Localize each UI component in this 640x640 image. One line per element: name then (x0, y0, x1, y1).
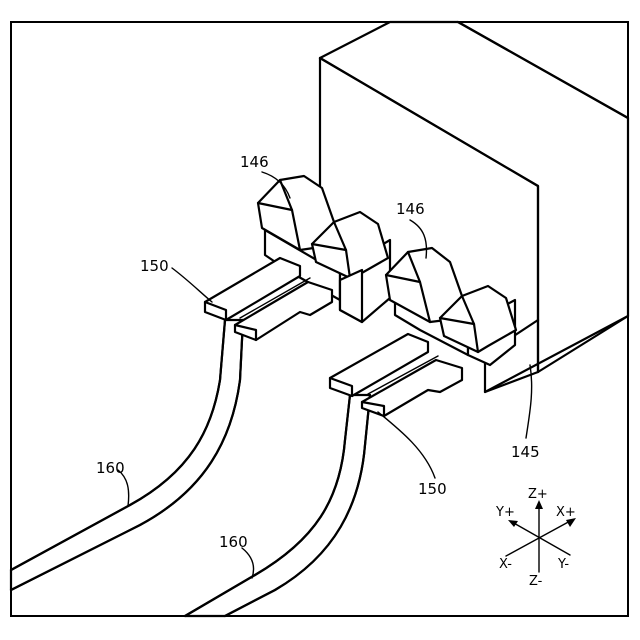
axis-z-minus: Z- (529, 574, 543, 589)
axis-x-plus: X+ (556, 505, 576, 520)
label-150-right: 150 (418, 480, 447, 498)
axis-y-plus: Y+ (495, 505, 515, 520)
label-150-left: 150 (140, 257, 169, 275)
label-145: 145 (511, 443, 540, 461)
label-146-left: 146 (240, 153, 269, 171)
axis-z-plus: Z+ (528, 487, 548, 502)
label-160-left: 160 (96, 459, 125, 477)
axis-y-minus: Y- (557, 557, 569, 572)
axis-x-minus: X- (499, 557, 512, 572)
label-160-right: 160 (219, 533, 248, 551)
label-146-right: 146 (396, 200, 425, 218)
